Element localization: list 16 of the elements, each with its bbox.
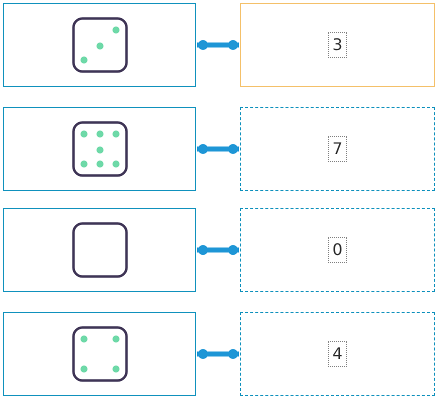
number-label: 4 bbox=[328, 341, 347, 367]
number-label: 3 bbox=[328, 32, 347, 58]
answer-box bbox=[240, 3, 435, 87]
die-card bbox=[3, 107, 196, 191]
answer-box bbox=[240, 208, 435, 292]
die-card bbox=[3, 312, 196, 396]
number-label: 7 bbox=[328, 136, 347, 162]
die-card bbox=[3, 208, 196, 292]
connector bbox=[197, 245, 239, 255]
answer-box bbox=[240, 312, 435, 396]
connector bbox=[197, 349, 239, 359]
die-card bbox=[3, 3, 196, 87]
connector bbox=[197, 144, 239, 154]
connector bbox=[197, 40, 239, 50]
number-label: 0 bbox=[328, 237, 347, 263]
answer-box bbox=[240, 107, 435, 191]
